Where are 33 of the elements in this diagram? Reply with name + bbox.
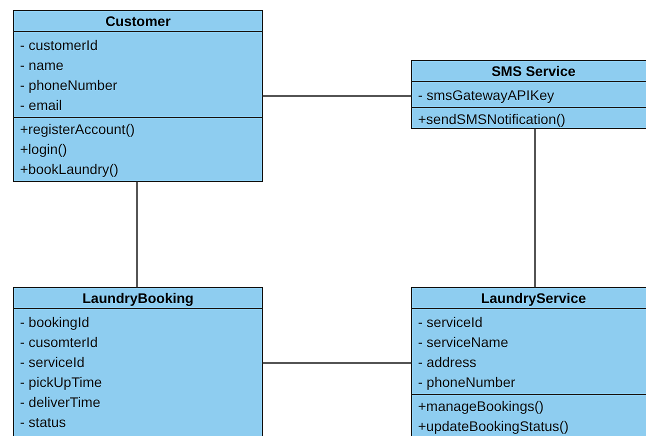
attribute-text: - pickUpTime: [20, 373, 103, 392]
attribute-text: - serviceName: [418, 333, 510, 352]
attribute-text: - status: [20, 413, 67, 432]
attribute-text: - serviceId: [20, 353, 86, 372]
attribute-text: - serviceId: [418, 313, 484, 332]
attribute-text: - bookingId: [20, 313, 90, 332]
association-line: [136, 182, 138, 287]
method-text: +sendSMSNotification(): [418, 110, 566, 129]
class-name: SMS Service: [412, 61, 646, 82]
association-line: [263, 95, 411, 97]
attribute-text: - address: [418, 353, 478, 372]
method-text: +updateBookingStatus(): [418, 417, 570, 436]
method-text: +login(): [20, 140, 68, 159]
class-name: LaundryService: [412, 288, 646, 309]
class-name: LaundryBooking: [14, 288, 262, 309]
attribute-text: - name: [20, 56, 65, 75]
method-text: +manageBookings(): [418, 397, 545, 416]
class-box: [13, 287, 263, 436]
method-text: +bookLaundry(): [20, 160, 120, 179]
class-box: [411, 287, 646, 436]
attribute-text: - phoneNumber: [418, 373, 516, 392]
attribute-text: - deliverTime: [20, 393, 102, 412]
attribute-text: - email: [20, 96, 64, 115]
attribute-text: - customerId: [20, 36, 99, 55]
method-text: +registerAccount(): [20, 120, 136, 139]
association-line: [534, 129, 536, 287]
class-box: [13, 10, 263, 182]
attribute-text: - phoneNumber: [20, 76, 118, 95]
attribute-text: - smsGatewayAPIKey: [418, 86, 556, 105]
association-line: [263, 362, 411, 364]
attribute-text: - cusomterId: [20, 333, 99, 352]
class-box: [411, 60, 646, 129]
class-name: Customer: [14, 11, 262, 32]
